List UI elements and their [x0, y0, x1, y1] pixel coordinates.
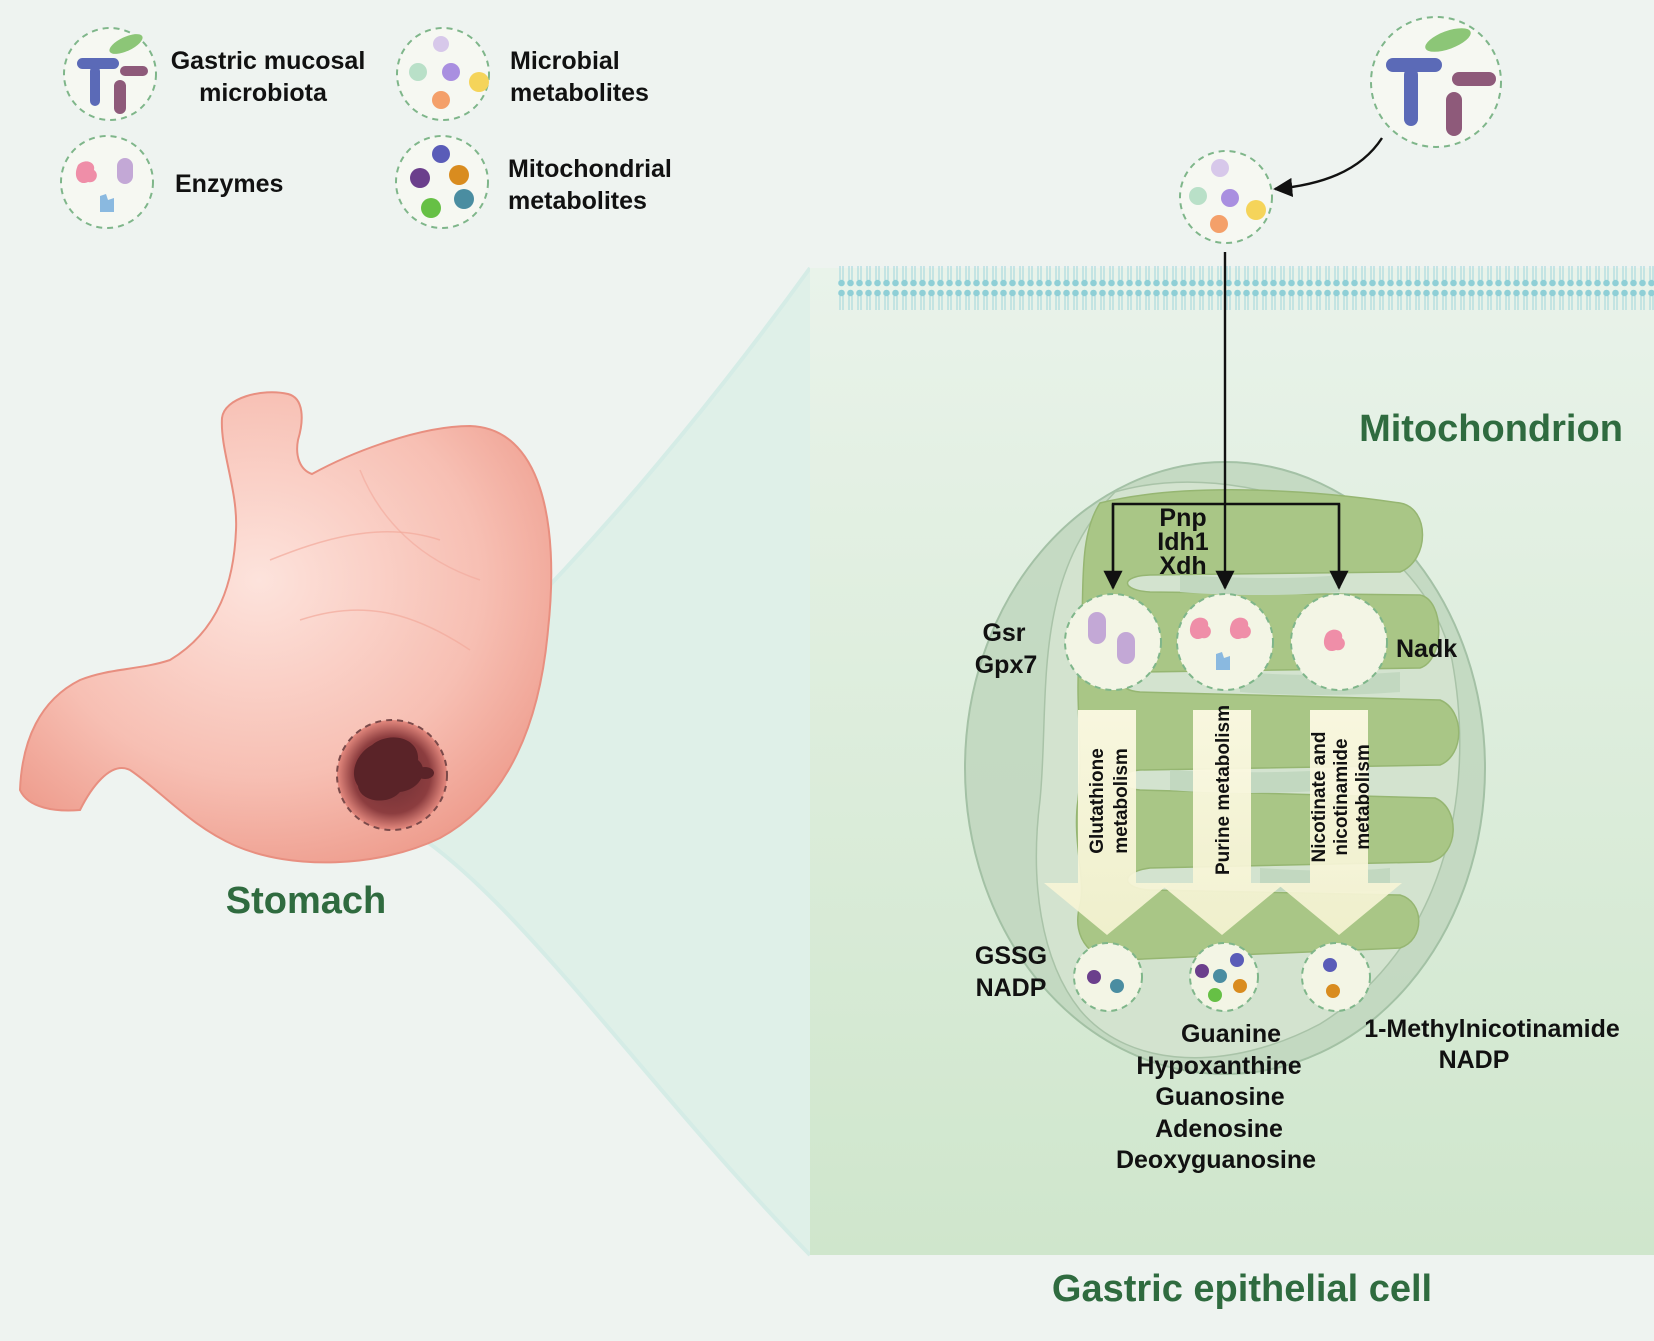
enzyme-circle-purine	[1176, 593, 1274, 691]
legend-microbiota-label: Gastric mucosal	[171, 47, 366, 75]
legend-microbial-label: Microbial	[510, 47, 620, 75]
legend-mitochondrial-metabolites	[395, 135, 489, 229]
legend-mito-label: Mitochondrial	[508, 155, 672, 183]
enzyme-label-right: Nadk	[1396, 635, 1457, 663]
pathway-label-glutathione: metabolism	[1111, 748, 1132, 854]
enzyme-label-left: Gsr	[982, 619, 1025, 647]
pathway-arrow-nicotinate	[1276, 710, 1402, 935]
enzyme-circle-nicotinate	[1290, 593, 1388, 691]
legend-microbiota-label: microbiota	[199, 79, 328, 107]
pathway-label-purine: Purine metabolism	[1213, 705, 1234, 875]
pathway-arrow-purine	[1159, 710, 1285, 935]
product-label-middle: Guanosine	[1155, 1083, 1284, 1111]
enzyme-label-left: Gpx7	[975, 651, 1038, 679]
pathway-label-nicotinate: nicotinamide	[1331, 738, 1352, 855]
legend-enzymes-label: Enzymes	[175, 170, 283, 198]
pathway-arrow-glutathione	[1044, 710, 1170, 935]
enzyme-circle-glutathione	[1064, 593, 1162, 691]
pathway-label-nicotinate: metabolism	[1353, 744, 1374, 850]
legend-microbiota	[63, 27, 157, 121]
legend-microbial-label: metabolites	[510, 79, 649, 107]
product-label-right: NADP	[1439, 1046, 1510, 1074]
pathway-label-nicotinate: Nicotinate and	[1309, 732, 1330, 863]
legend-microbial-metabolites	[396, 27, 490, 121]
cell-title: Gastric epithelial cell	[1052, 1268, 1432, 1310]
enzyme-label-top: Idh1	[1157, 528, 1208, 556]
product-label-middle: Hypoxanthine	[1136, 1052, 1301, 1080]
cell-membrane	[836, 266, 1654, 314]
enzyme-label-top: Pnp	[1159, 504, 1206, 532]
product-circle-purine	[1189, 942, 1259, 1012]
legend-enzymes	[60, 135, 154, 229]
microbiota-circle	[1370, 16, 1502, 148]
microbiota-to-metabolites-arrow	[1273, 137, 1384, 198]
product-label-right: 1-Methylnicotinamide	[1364, 1015, 1620, 1043]
zoom-cone	[400, 268, 810, 1255]
product-label-middle: Guanine	[1181, 1020, 1281, 1048]
product-label-middle: Deoxyguanosine	[1116, 1146, 1316, 1174]
enzyme-label-top: Xdh	[1159, 552, 1206, 580]
mitochondrion-title: Mitochondrion	[1359, 408, 1623, 450]
product-circle-nicotinate	[1301, 942, 1371, 1012]
stomach-illustration	[18, 391, 553, 864]
product-circle-glutathione	[1073, 942, 1143, 1012]
product-label-middle: Adenosine	[1155, 1115, 1283, 1143]
legend-mito-label: metabolites	[508, 187, 647, 215]
stomach-title: Stomach	[226, 880, 386, 922]
product-label-left: NADP	[976, 974, 1047, 1002]
ulcer-inset	[336, 719, 448, 831]
pathway-label-glutathione: Glutathione	[1087, 748, 1108, 854]
product-label-left: GSSG	[975, 942, 1047, 970]
microbial-metabolites-circle	[1179, 150, 1273, 244]
